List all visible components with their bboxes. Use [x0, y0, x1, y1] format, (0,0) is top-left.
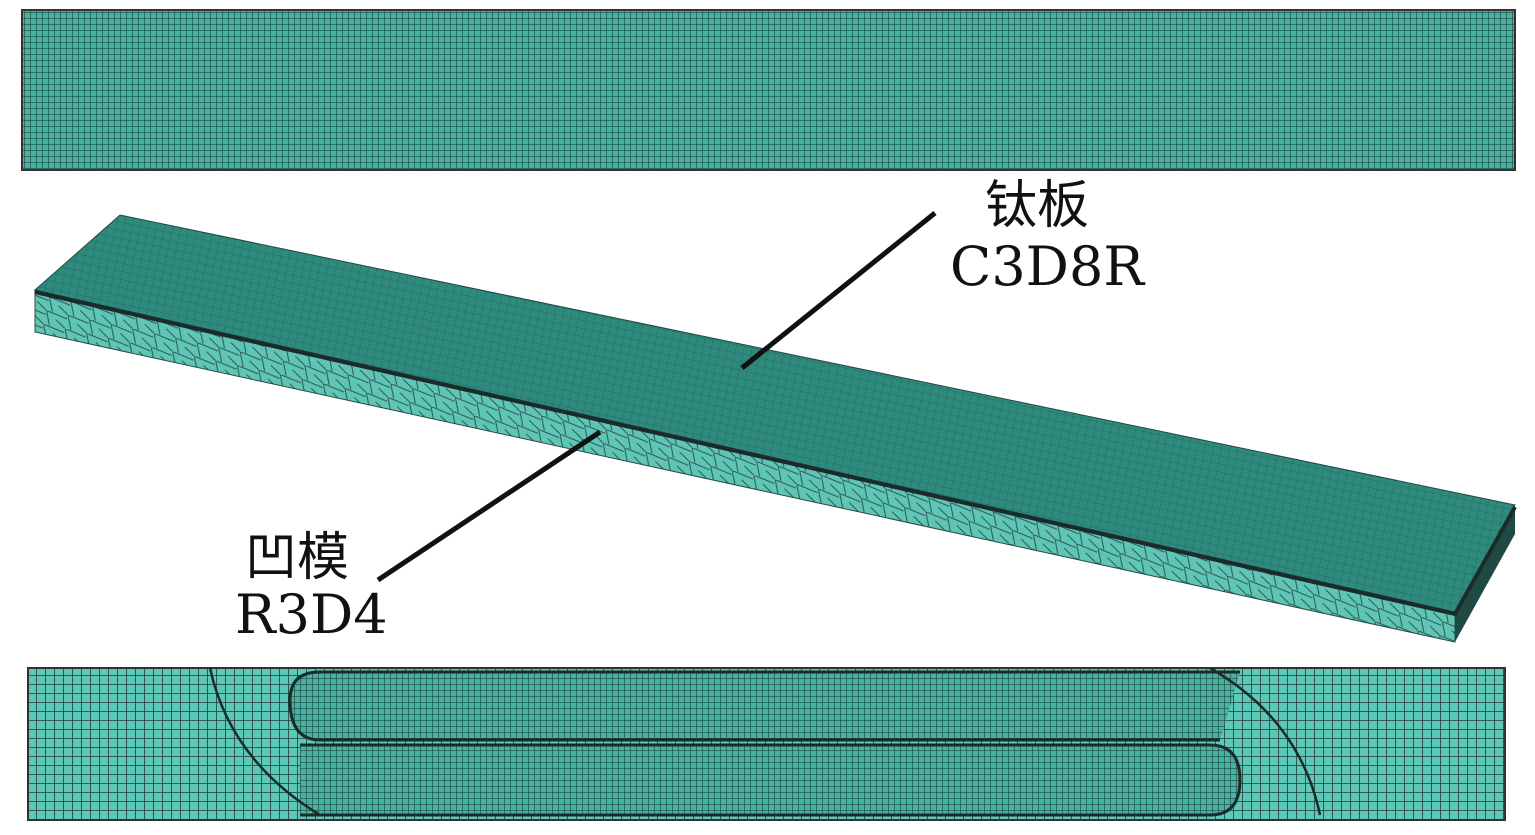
die-bottom-view	[27, 666, 1506, 821]
assembly-3d-view	[33, 214, 1517, 643]
die-leader-line	[376, 429, 602, 583]
die-element-label: R3D4	[235, 583, 388, 646]
die-end-face	[1455, 505, 1515, 642]
die-name-label: 凹模	[245, 528, 350, 588]
plate-edge	[34, 290, 1517, 617]
left-transition-arc	[208, 667, 321, 817]
lower-groove	[300, 743, 1242, 817]
plate-name-label: 钛板	[985, 176, 1090, 236]
upper-groove	[288, 670, 1240, 742]
right-transition-arc	[1209, 666, 1322, 816]
plate-element-label: C3D8R	[950, 235, 1144, 298]
plate-leader-line	[740, 211, 937, 370]
plate-top-view-mesh	[21, 9, 1516, 171]
